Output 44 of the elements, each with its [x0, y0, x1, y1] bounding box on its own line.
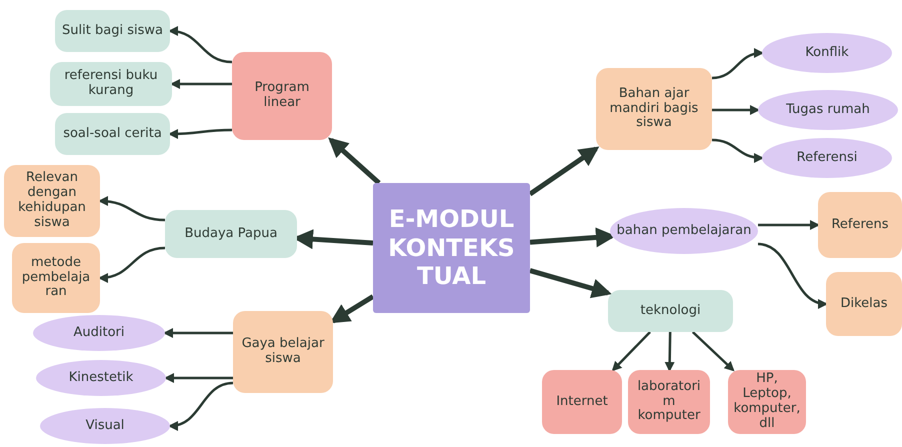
topic-box: Bahan ajar mandiri bagis siswa: [596, 68, 712, 150]
subtopic-ellipse: Visual: [40, 408, 170, 444]
subtopic-ellipse: Referensi: [762, 138, 892, 178]
arrow: [168, 128, 232, 139]
central-topic-box: E-MODUL KONTEKS TUAL: [373, 183, 530, 313]
arrow: [168, 26, 232, 64]
subtopic-ellipse: Auditori: [33, 315, 165, 351]
arrow: [758, 220, 820, 230]
subtopic-box: Sulit bagi siswa: [55, 10, 170, 52]
subtopic-ellipse: Konflik: [762, 33, 892, 73]
subtopic-box: Referens: [818, 192, 902, 258]
topic-box: Budaya Papua: [165, 210, 297, 258]
arrow: [168, 382, 234, 430]
arrow: [712, 138, 764, 162]
arrow: [164, 373, 233, 383]
arrow: [712, 48, 764, 80]
subtopic-box: laboratori m komputer: [628, 370, 710, 434]
arrow: [170, 79, 232, 89]
topic-ellipse: bahan pembelajaran: [610, 208, 758, 254]
arrow: [758, 242, 828, 308]
arrow: [712, 105, 760, 115]
subtopic-ellipse: Tugas rumah: [758, 90, 898, 130]
arrow: [163, 328, 233, 338]
arrow: [328, 137, 381, 185]
arrow: [612, 331, 651, 372]
subtopic-box: referensi buku kurang: [50, 62, 172, 106]
arrow: [528, 146, 600, 196]
subtopic-box: Dikelas: [826, 272, 902, 336]
topic-box: teknologi: [608, 290, 733, 332]
arrow: [530, 227, 616, 248]
topic-box: Program linear: [232, 52, 332, 140]
subtopic-box: Internet: [542, 370, 622, 434]
topic-box: Gaya belajar siswa: [233, 311, 333, 393]
subtopic-box: HP, Leptop, komputer, dll: [728, 370, 806, 434]
subtopic-box: metode pembelaja ran: [12, 243, 100, 313]
arrow: [330, 294, 374, 324]
arrow: [98, 246, 166, 282]
arrow: [692, 331, 735, 372]
arrow: [98, 196, 166, 222]
subtopic-box: soal-soal cerita: [55, 113, 170, 155]
subtopic-ellipse: Kinestetik: [36, 360, 166, 396]
arrow: [664, 332, 675, 372]
arrow: [529, 268, 612, 298]
subtopic-box: Relevan dengan kehidupan siswa: [4, 165, 100, 237]
